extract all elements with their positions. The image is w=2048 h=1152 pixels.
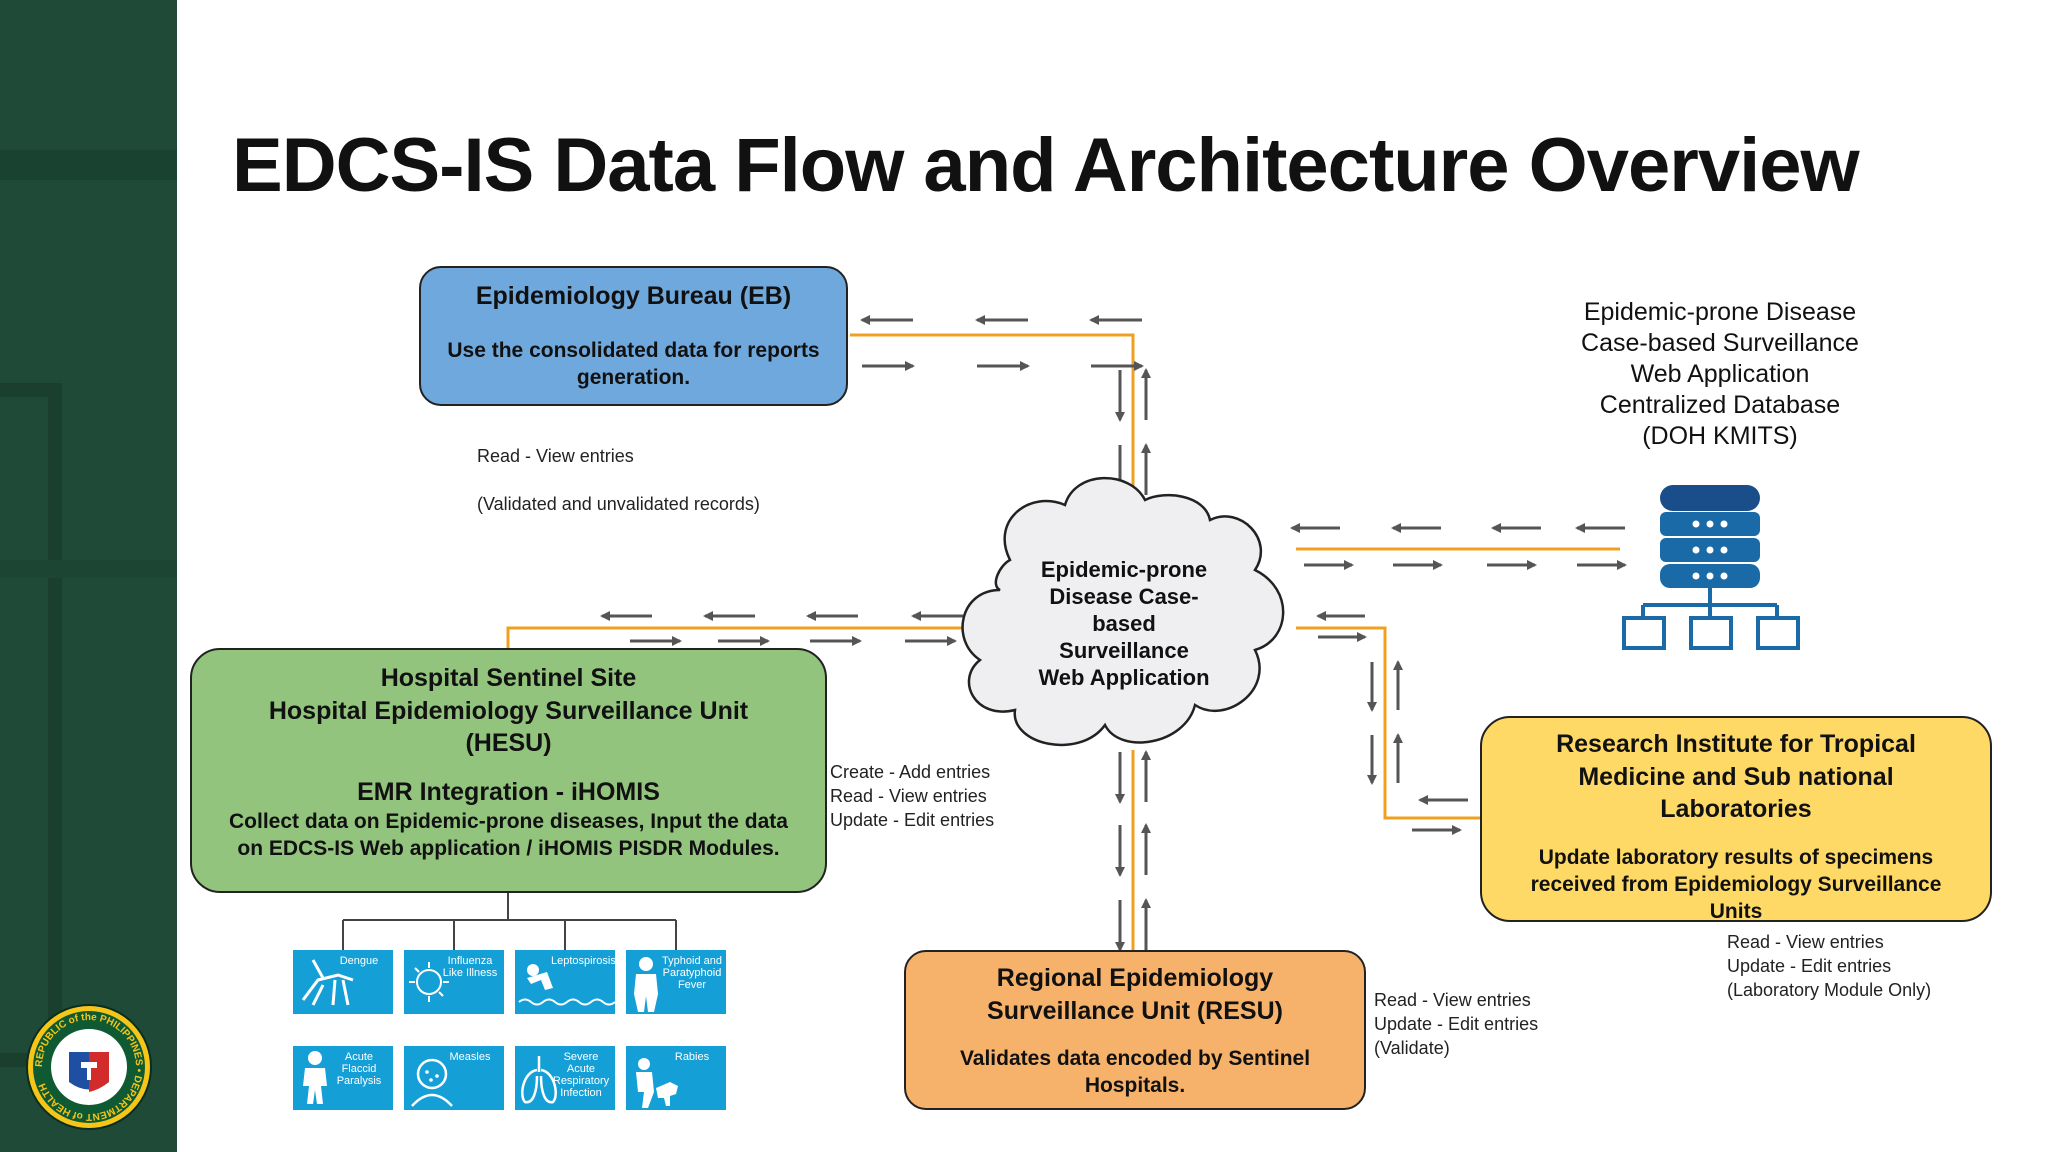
- mosquito-icon: [301, 959, 354, 1006]
- disease-tile-dengue: Dengue: [293, 950, 393, 1014]
- disease-label: Acute Flaccid Paralysis: [336, 1051, 382, 1087]
- disease-label: Influenza Like Illness: [442, 955, 498, 979]
- disease-tile-rabies: Rabies: [626, 1046, 726, 1110]
- resu-note: Read - View entries Update - Edit entrie…: [1374, 990, 1539, 1058]
- hospital-box: Hospital Sentinel Site Hospital Epidemio…: [190, 648, 827, 893]
- ritm-desc: Update laboratory results of specimens r…: [1530, 845, 1942, 924]
- emr-title: EMR Integration - iHOMIS: [357, 777, 660, 806]
- svg-text:REPUBLIC of the PHILIPPINES •: REPUBLIC of the PHILIPPINES • DEPARTMENT…: [34, 1012, 144, 1122]
- resu-title: Regional Epidemiology Surveillance Unit …: [987, 964, 1283, 1025]
- disease-tile-sari: Severe Acute Respiratory Infection: [515, 1046, 615, 1110]
- disease-tile-influenza: Influenza Like Illness: [404, 950, 504, 1014]
- child-icon: [303, 1051, 327, 1104]
- eb-note: Read - View entries (Validated and unval…: [477, 420, 760, 540]
- database-label: Epidemic-prone Disease Case-based Survei…: [1581, 298, 1859, 450]
- hospital-title-line2: Hospital Epidemiology Surveillance Unit: [268, 696, 749, 725]
- eb-connector-line: [850, 333, 1135, 525]
- hospital-title-line1: Hospital Sentinel Site: [380, 664, 637, 692]
- doh-seal-icon: [26, 1004, 152, 1130]
- disease-tile-typhoid: Typhoid and Paratyphoid Fever: [626, 950, 726, 1014]
- eb-title: Epidemiology Bureau (EB): [475, 282, 792, 310]
- disease-tile-afp: Acute Flaccid Paralysis: [293, 1046, 393, 1110]
- disease-label: Measles: [449, 1051, 491, 1063]
- hospital-note: Create - Add entries Read - View entries…: [830, 762, 995, 830]
- disease-label: Rabies: [674, 1051, 710, 1063]
- eb-desc: Use the consolidated data for reports ge…: [447, 338, 820, 389]
- disease-label: Severe Acute Respiratory Infection: [552, 1051, 610, 1099]
- ritm-note: Read - View entries Update - Edit entrie…: [1727, 932, 1932, 1000]
- cloud-label: Epidemic-prone Disease Case- based Surve…: [1038, 557, 1210, 690]
- slide-title: EDCS-IS Data Flow and Architecture Overv…: [232, 123, 1860, 208]
- swimmer-icon: [518, 964, 615, 1006]
- ritm-title: Research Institute for Tropical Medicine…: [1556, 730, 1916, 823]
- seal-text: REPUBLIC of the PHILIPPINES • DEPARTMENT…: [34, 1012, 144, 1122]
- sidebar-band: [0, 0, 177, 1152]
- sick-person-icon: [634, 957, 658, 1012]
- emr-desc: Collect data on Epidemic-prone diseases,…: [229, 810, 788, 861]
- disease-tile-measles: Measles: [404, 1046, 504, 1110]
- ritm-box: Research Institute for Tropical Medicine…: [1480, 716, 1992, 923]
- eb-note-line2: (Validated and unvalidated records): [477, 494, 760, 514]
- face-spots-icon: [411, 1058, 453, 1107]
- seal-text-ring: REPUBLIC of the PHILIPPINES • DEPARTMENT…: [34, 1012, 144, 1122]
- hospital-connector-line: [506, 626, 1000, 648]
- disease-tree-lines: [342, 893, 677, 950]
- lungs-icon: [521, 1056, 557, 1104]
- hospital-title-line3: (HESU): [465, 729, 552, 757]
- disease-label: Typhoid and Paratyphoid Fever: [662, 955, 722, 991]
- flow-arrows: [600, 315, 1627, 952]
- resu-box: Regional Epidemiology Surveillance Unit …: [904, 950, 1366, 1110]
- disease-tile-leptospirosis: Leptospirosis: [515, 950, 615, 1014]
- disease-label: Dengue: [339, 955, 379, 967]
- disease-label: Leptospirosis: [551, 955, 615, 967]
- resu-desc: Validates data encoded by Sentinel Hospi…: [959, 1047, 1311, 1098]
- database-server-icon: [1622, 485, 1800, 650]
- eb-box: Epidemiology Bureau (EB) Use the consoli…: [419, 266, 848, 406]
- ritm-connector-line: [1296, 626, 1480, 820]
- virus-icon: [409, 962, 449, 1002]
- cloud-shape: [961, 476, 1285, 747]
- eb-note-line1: Read - View entries: [477, 446, 634, 466]
- dog-bite-icon: [636, 1058, 678, 1108]
